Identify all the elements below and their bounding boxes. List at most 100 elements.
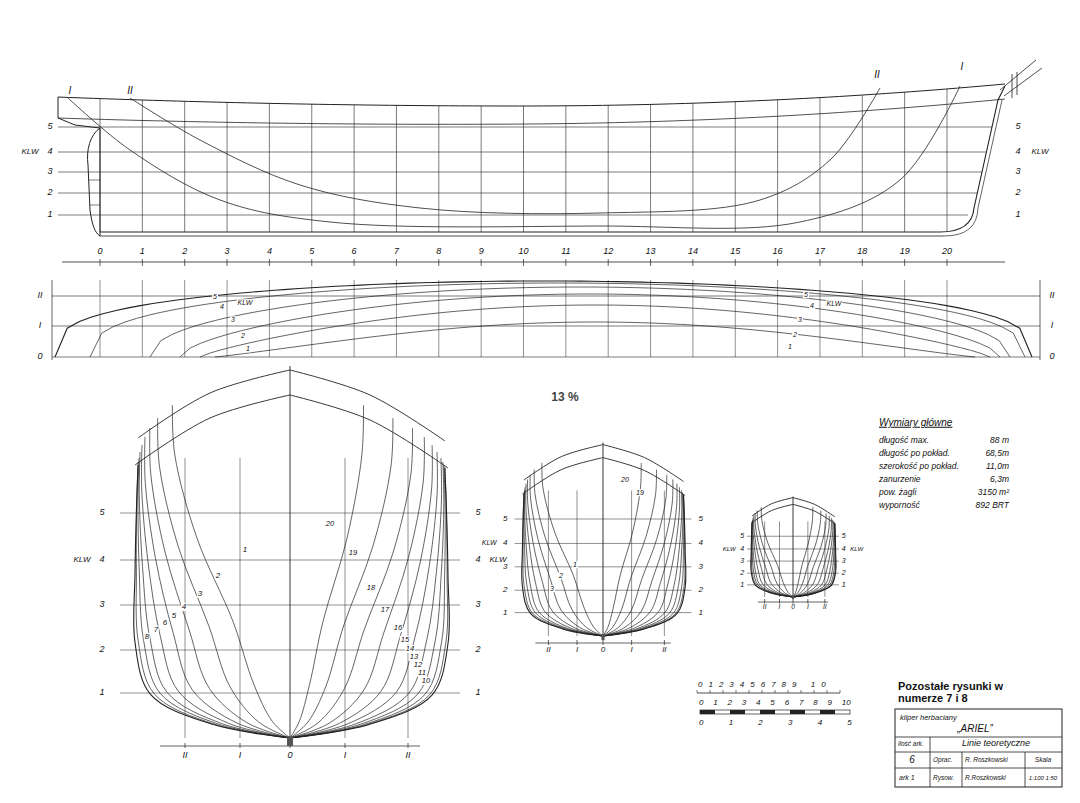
table-rule bbox=[962, 752, 963, 787]
waterline bbox=[58, 193, 977, 194]
waterline-number: 1 bbox=[1014, 210, 1021, 219]
title-cell: ilość ark. bbox=[897, 741, 925, 748]
stem bbox=[944, 100, 1002, 236]
axis-tick bbox=[481, 259, 482, 266]
station-axis bbox=[62, 262, 1005, 263]
sheer-arc bbox=[522, 458, 603, 494]
station-number: 17 bbox=[814, 247, 826, 256]
station-number: 8 bbox=[435, 247, 442, 256]
station-line bbox=[735, 102, 736, 232]
table-rule bbox=[895, 768, 1062, 769]
waterline-number: 1 bbox=[698, 608, 704, 616]
axis-label: I bbox=[629, 646, 633, 654]
station-number: 0 bbox=[96, 247, 103, 256]
buttock-label: I bbox=[1050, 321, 1055, 330]
waterline-number: KLW bbox=[826, 300, 843, 307]
waterline-number: 3 bbox=[797, 316, 803, 323]
waterline-number: 4 bbox=[739, 545, 745, 552]
axis-tick bbox=[345, 743, 346, 748]
station-line bbox=[819, 280, 820, 357]
section-number: 15 bbox=[400, 636, 410, 644]
station-line bbox=[735, 280, 736, 357]
waterline-number: 1 bbox=[98, 688, 105, 697]
bowsprit bbox=[1004, 68, 1042, 96]
waterline-number: KLW bbox=[1030, 148, 1049, 156]
sheer-arc bbox=[290, 395, 448, 468]
station-number: 4 bbox=[266, 247, 273, 256]
station-number: 2 bbox=[181, 247, 188, 256]
station-number: 1 bbox=[139, 247, 146, 256]
waterline-number: KLW bbox=[20, 148, 39, 156]
waterline-number: 3 bbox=[502, 563, 508, 571]
axis-label: II bbox=[822, 604, 828, 611]
waterline-number: 4 bbox=[46, 147, 53, 156]
axis-tick bbox=[523, 259, 524, 266]
scale-segment bbox=[700, 710, 715, 714]
section-number: 19 bbox=[348, 549, 358, 557]
waterline-plan bbox=[180, 294, 1000, 357]
section-number: 4 bbox=[181, 603, 187, 611]
scale-segment bbox=[760, 710, 775, 714]
station-number: 18 bbox=[856, 247, 868, 256]
waterline-number: 2 bbox=[502, 586, 508, 594]
station-line bbox=[608, 280, 609, 357]
sheer-line bbox=[58, 84, 1005, 106]
rudder-band bbox=[90, 205, 100, 206]
spec-value: 11,0m bbox=[985, 462, 1010, 471]
spec-value: 68,5m bbox=[984, 449, 1010, 458]
station-number: 3 bbox=[224, 247, 231, 256]
rail-arc bbox=[793, 498, 835, 517]
rudder bbox=[88, 128, 101, 236]
scale-tick bbox=[827, 690, 828, 693]
station-line bbox=[777, 100, 778, 232]
table-rule bbox=[895, 752, 1062, 753]
axis-tick bbox=[777, 259, 778, 266]
section-number: 2 bbox=[558, 572, 564, 579]
section-number: 17 bbox=[380, 606, 390, 614]
section-line bbox=[603, 490, 682, 636]
waterline-number: 5 bbox=[739, 533, 745, 540]
title-cell: 1:100 1:50 bbox=[1028, 775, 1058, 781]
waterline-number: 2 bbox=[240, 332, 246, 339]
station-line bbox=[481, 280, 482, 357]
section-line bbox=[138, 458, 290, 738]
section-line bbox=[290, 467, 448, 738]
axis-label: 0 bbox=[790, 604, 796, 611]
waterline-number: 3 bbox=[46, 167, 53, 176]
station-line bbox=[354, 105, 355, 232]
sheer-arc bbox=[135, 395, 290, 465]
title-cell: Linie teoretyczne bbox=[961, 739, 1031, 748]
bow-post bbox=[1017, 72, 1018, 95]
station-line bbox=[311, 104, 312, 232]
station-line bbox=[227, 102, 228, 232]
scale-tick bbox=[814, 690, 815, 693]
section-line bbox=[290, 405, 364, 738]
scale-tick bbox=[749, 690, 750, 693]
spec-label: zanurzenie bbox=[878, 475, 922, 484]
section-number: 7 bbox=[153, 626, 159, 634]
scale-number: 0 1 2 3 4 5 bbox=[698, 719, 853, 727]
waterline-number: 5 bbox=[841, 533, 847, 540]
keel-stub bbox=[792, 595, 794, 599]
section-line bbox=[290, 468, 449, 738]
section-number: 2 bbox=[215, 572, 221, 580]
waterline-plan bbox=[150, 287, 1010, 357]
buttock-label: II bbox=[873, 70, 881, 81]
waterline bbox=[58, 172, 982, 173]
section-line bbox=[793, 521, 834, 597]
section-number: 11 bbox=[417, 669, 427, 677]
waterline-number: 4 bbox=[1014, 147, 1021, 156]
waterline-number: 1 bbox=[502, 608, 508, 616]
scale-segment bbox=[790, 710, 805, 714]
axis-tick bbox=[269, 259, 270, 266]
station-line bbox=[227, 280, 228, 357]
axis-tick bbox=[692, 259, 693, 266]
waterline-number: 2 bbox=[474, 645, 481, 654]
axis-tick bbox=[735, 259, 736, 266]
axis-tick bbox=[548, 640, 549, 645]
spec-label: szerokość po pokład. bbox=[878, 462, 960, 471]
station-number: 9 bbox=[478, 247, 485, 256]
section-line bbox=[542, 463, 603, 636]
section-line bbox=[527, 479, 603, 636]
section-number: 20 bbox=[620, 476, 630, 483]
